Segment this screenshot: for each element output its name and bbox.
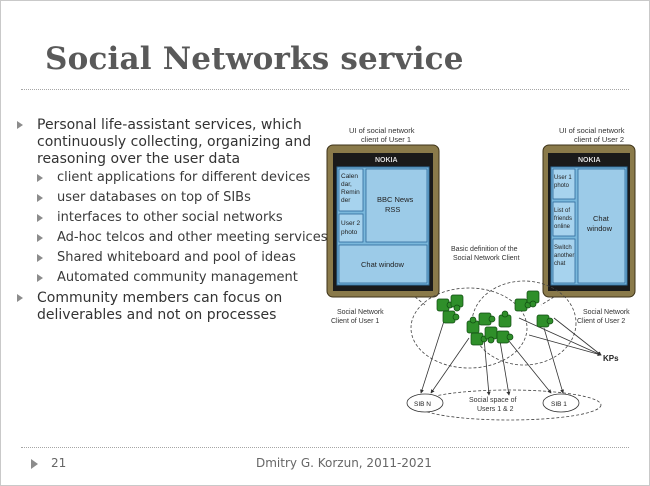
user1-photo-tile [552,168,576,200]
phone-user1: NOKIA Calen dar, Remin der User 2 photo … [326,144,440,298]
bullet-marker-icon [37,234,43,242]
friends-tile-line3: online [554,224,571,230]
calendar-tile-line1: Calen [341,173,358,180]
bullet-text: Shared whiteboard and pool of ideas [57,250,296,265]
page-number: 21 [51,456,67,470]
phone2-caption-line1: UI of social network [559,126,625,135]
calendar-reminder-tile [338,168,364,212]
switch-chat-tile [552,238,576,284]
user1-photo-line1: User 1 [554,175,572,181]
client-user1-line1: Social Network [337,309,384,316]
user2-photo-tile [338,213,364,243]
bullet-marker-icon [37,214,43,222]
phone1-brand-logo: NOKIA [375,157,398,164]
phone-user2: NOKIA User 1 photo List of friends onlin… [542,144,636,298]
bullet-item: Personal life-assistant services, which … [15,117,333,168]
calendar-tile-line3: Remin [341,189,360,196]
bullet-marker-icon [37,174,43,182]
social-network-diagram: UI of social network client of User 1 NO… [326,126,636,421]
user1-photo-line2: photo [554,183,570,189]
kp-puzzle-pieces [436,290,554,346]
switch-tile-line3: chat [554,261,566,267]
bullet-text: Automated community management [57,270,298,285]
friends-tile-line2: friends [554,216,572,222]
phone1-caption-line1: UI of social network [349,126,415,135]
bullet-text: Ad-hoc telcos and other meeting services [57,230,328,245]
chat-window-label: Chat window [361,260,405,269]
bullet-text: Community members can focus on deliverab… [37,290,283,323]
bullet-marker-icon [37,194,43,202]
phone1-caption-line2: client of User 1 [361,135,411,144]
slide-title: Social Networks service [45,41,464,77]
calendar-tile-line4: der [341,197,351,204]
sub-bullet-item: Ad-hoc telcos and other meeting services [15,230,333,246]
friends-tile-line1: List of [554,208,570,214]
basic-definition-line1: Basic definition of the [451,246,518,253]
user2-photo-line1: User 2 [341,220,361,227]
footer-marker-icon [31,459,38,469]
phone2-brand-logo: NOKIA [578,157,601,164]
basic-definition-line2: Social Network Client [453,255,520,262]
sib-n-label: SIB N [414,401,431,408]
sub-bullet-item: client applications for different device… [15,170,333,186]
bbc-news-line1: BBC News [377,195,414,204]
sub-bullet-item: interfaces to other social networks [15,210,333,226]
chat-window-tile-user2 [577,168,626,284]
bbc-news-tile [365,168,428,243]
social-space-line2: Users 1 & 2 [477,406,514,413]
bbc-news-line2: RSS [385,205,400,214]
bullet-marker-icon [37,254,43,262]
title-divider [21,89,629,90]
bullet-marker-icon [17,294,23,302]
chat-window-line2: window [586,224,613,233]
switch-tile-line1: Switch [554,245,572,251]
sib-1-node: SIB 1 [542,393,580,413]
chat-window-line1: Chat [593,214,610,223]
sub-bullet-item: user databases on top of SIBs [15,190,333,206]
user2-photo-line2: photo [341,229,358,236]
switch-tile-line2: another [554,253,574,259]
bullet-marker-icon [17,121,23,129]
kps-label: KPs [603,354,619,363]
chat-window-tile [338,244,428,284]
footer-author: Dmitry G. Korzun, 2011-2021 [256,456,432,470]
bullet-marker-icon [37,274,43,282]
bullet-text: interfaces to other social networks [57,210,283,225]
bullet-text: Personal life-assistant services, which … [37,117,312,167]
bullet-list: Personal life-assistant services, which … [15,117,333,326]
client-user2-line1: Social Network [583,309,630,316]
connection-arrows [420,317,602,396]
client-user1-line2: Client of User 1 [331,318,379,325]
footer-divider [21,447,629,448]
sub-bullet-item: Shared whiteboard and pool of ideas [15,250,333,266]
bullet-text: user databases on top of SIBs [57,190,251,205]
sib-1-label: SIB 1 [551,401,567,408]
client-user2-line2: Client of User 2 [577,318,625,325]
sib-n-node: SIB N [406,393,444,413]
sub-bullet-item: Automated community management [15,270,333,286]
phone2-caption-line2: client of User 2 [574,135,624,144]
bullet-item: Community members can focus on deliverab… [15,290,333,324]
bullet-text: client applications for different device… [57,170,311,185]
social-space-line1: Social space of [469,397,517,404]
calendar-tile-line2: dar, [341,181,352,188]
friends-online-tile [552,201,576,237]
